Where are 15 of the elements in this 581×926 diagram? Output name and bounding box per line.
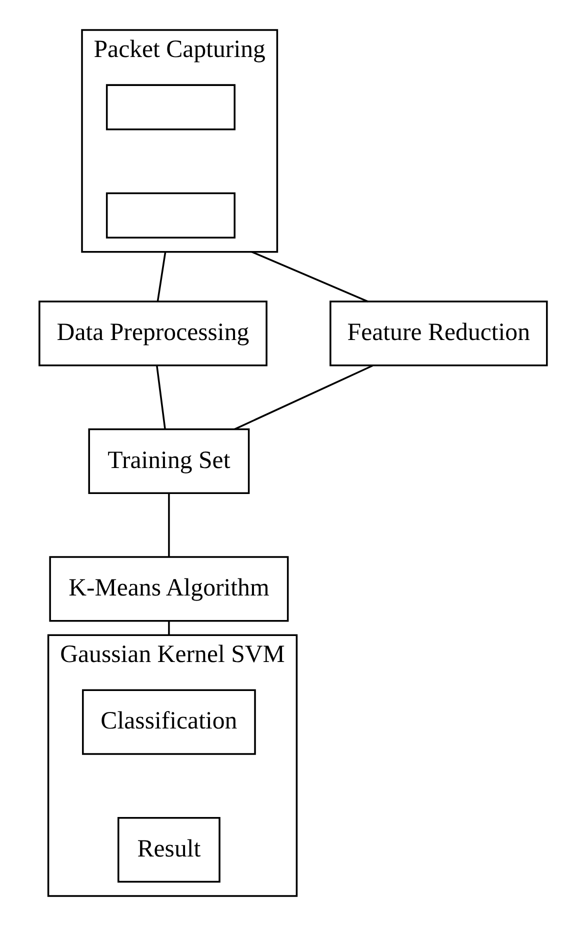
connector — [156, 252, 166, 302]
connector — [251, 251, 368, 302]
node-box: K-Means Algorithm — [49, 556, 289, 622]
node-box: Data Preprocessing — [38, 300, 268, 366]
node-box: Training Set — [88, 428, 250, 494]
node-box — [106, 192, 236, 239]
node-box — [106, 84, 236, 130]
connector — [234, 364, 374, 430]
node-box: Classification — [82, 689, 256, 755]
connector — [156, 366, 166, 430]
node-box: Feature Reduction — [330, 300, 548, 366]
node-box: Result — [118, 817, 220, 883]
connector — [168, 621, 170, 636]
cluster: Packet Capturing — [81, 29, 278, 253]
connector — [168, 494, 170, 557]
